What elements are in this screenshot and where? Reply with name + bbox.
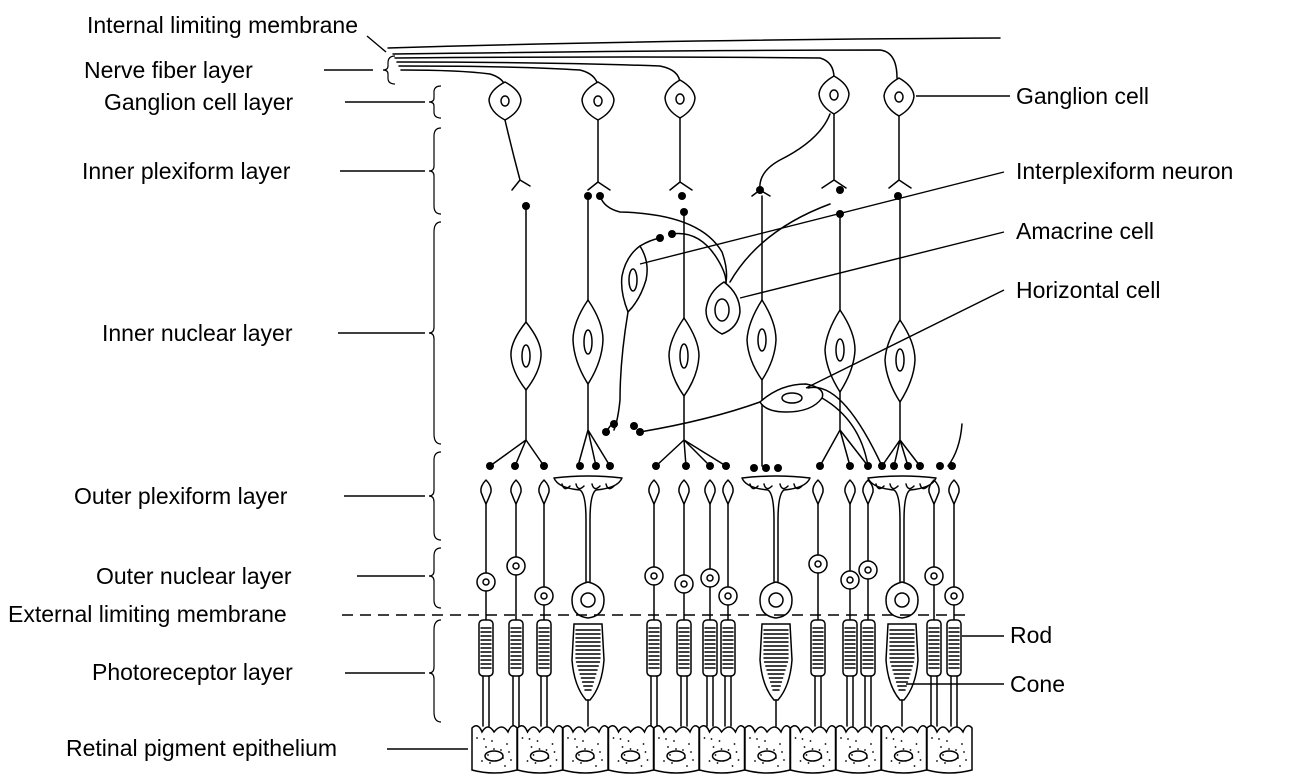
label-external-limiting-membrane: External limiting membrane bbox=[8, 601, 287, 627]
label-outer-nuclear-layer: Outer nuclear layer bbox=[96, 563, 292, 589]
label-rod: Rod bbox=[1010, 622, 1052, 648]
cone-cell bbox=[868, 476, 936, 726]
label-nerve-fiber-layer: Nerve fiber layer bbox=[84, 57, 253, 83]
pigment-epithelium-cell bbox=[745, 726, 790, 773]
cone-cell bbox=[742, 476, 810, 726]
label-outer-plexiform-layer: Outer plexiform layer bbox=[74, 483, 288, 509]
rod-cell bbox=[507, 480, 525, 726]
amacrine-cell-body bbox=[672, 204, 830, 334]
label-cone: Cone bbox=[1010, 671, 1065, 697]
left-leader-lines bbox=[324, 36, 468, 749]
pigment-epithelium-cell bbox=[609, 726, 654, 773]
label-ganglion-cell-layer: Ganglion cell layer bbox=[104, 89, 294, 115]
pigment-epithelium-cell bbox=[836, 726, 881, 773]
rod-cell bbox=[809, 480, 827, 726]
ganglion-cells bbox=[489, 76, 914, 196]
label-amacrine-cell: Amacrine cell bbox=[1016, 218, 1154, 244]
label-photoreceptor-layer: Photoreceptor layer bbox=[92, 659, 293, 685]
rod-cell bbox=[719, 480, 737, 726]
rod-cell bbox=[675, 480, 693, 726]
rod-cell bbox=[925, 480, 943, 726]
pigment-epithelium-cell bbox=[654, 726, 699, 773]
label-ganglion-cell: Ganglion cell bbox=[1016, 83, 1149, 109]
pigment-epithelium-cell bbox=[927, 726, 972, 773]
pigment-epithelium-cell bbox=[472, 726, 517, 773]
rod-cell bbox=[701, 480, 719, 726]
rod-cell bbox=[477, 480, 495, 726]
label-retinal-pigment-epithelium: Retinal pigment epithelium bbox=[66, 735, 337, 761]
rod-cell bbox=[841, 480, 859, 726]
rod-cell bbox=[859, 480, 877, 726]
layer-braces bbox=[383, 56, 441, 722]
photoreceptors bbox=[477, 476, 963, 726]
pigment-epithelium-cell bbox=[791, 726, 836, 773]
right-labels: Ganglion cell Interplexiform neuron Amac… bbox=[1010, 83, 1233, 697]
pigment-epithelium-cell bbox=[563, 726, 608, 773]
left-labels: Internal limiting membrane Nerve fiber l… bbox=[8, 12, 358, 761]
label-horizontal-cell: Horizontal cell bbox=[1016, 277, 1160, 303]
rod-cell bbox=[645, 480, 663, 726]
pigment-epithelium-cell bbox=[882, 726, 927, 773]
label-interplexiform-neuron: Interplexiform neuron bbox=[1016, 158, 1233, 184]
pigment-epithelium-cell bbox=[518, 726, 563, 773]
rod-cell bbox=[535, 480, 553, 726]
rod-cell bbox=[945, 480, 963, 726]
pigment-epithelium bbox=[472, 726, 972, 773]
horizontal-cell-body bbox=[640, 384, 882, 466]
pigment-epithelium-cell bbox=[700, 726, 745, 773]
nerve-fibers bbox=[388, 38, 1000, 86]
label-inner-nuclear-layer: Inner nuclear layer bbox=[102, 320, 293, 346]
cone-cell bbox=[554, 476, 622, 726]
label-internal-limiting-membrane: Internal limiting membrane bbox=[87, 12, 358, 38]
label-inner-plexiform-layer: Inner plexiform layer bbox=[82, 158, 291, 184]
